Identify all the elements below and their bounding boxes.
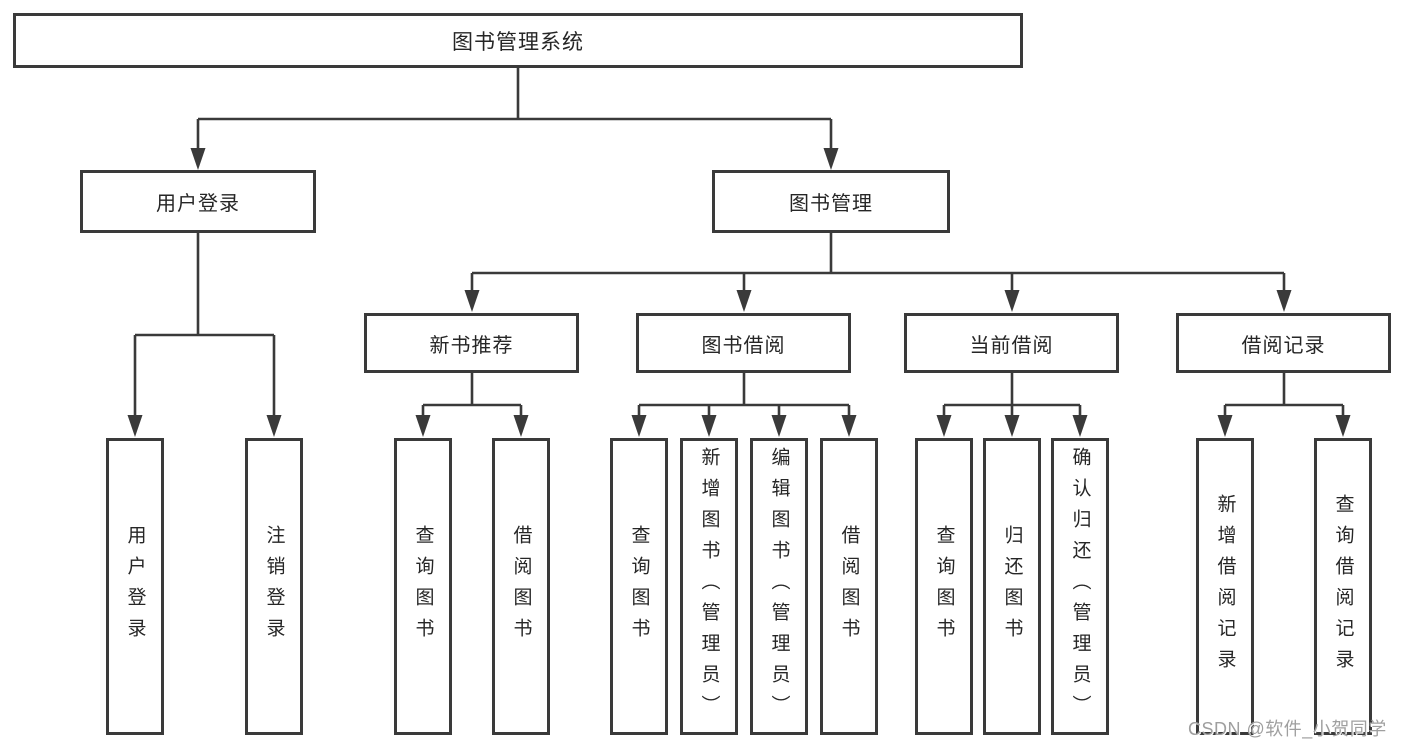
node-library-management-system: 图书管理系统 — [13, 13, 1023, 68]
node-new-book-recommendation: 新书推荐 — [364, 313, 579, 373]
node-book-management: 图书管理 — [712, 170, 950, 233]
node-return-books: 归还图书 — [983, 438, 1041, 735]
node-label: 查询借阅记录 — [1332, 493, 1354, 680]
node-label: 新增借阅记录 — [1214, 493, 1236, 680]
arrowhead-down-icon — [464, 290, 480, 312]
node-label: 查询图书 — [933, 524, 955, 649]
arrowhead-down-icon — [1004, 415, 1020, 437]
node-confirm-return-admin: 确认归还（管理员） — [1051, 438, 1109, 735]
arrowhead-down-icon — [1072, 415, 1088, 437]
connector-borrowing-records-to-children — [1217, 373, 1351, 437]
arrowhead-down-icon — [823, 148, 839, 170]
arrowhead-down-icon — [1335, 415, 1351, 437]
connector-current-borrowing-to-children — [936, 373, 1088, 437]
connector-book-management-to-level3 — [464, 233, 1292, 312]
arrowhead-down-icon — [1276, 290, 1292, 312]
node-label: 图书管理系统 — [452, 30, 584, 54]
node-label: 新增图书（管理员） — [698, 447, 720, 726]
node-add-books-admin: 新增图书（管理员） — [680, 438, 738, 735]
node-query-books-current: 查询图书 — [915, 438, 973, 735]
node-borrow-books-recommend: 借阅图书 — [492, 438, 550, 735]
node-user-login: 用户登录 — [80, 170, 316, 233]
node-current-borrowing: 当前借阅 — [904, 313, 1119, 373]
node-borrowing-records: 借阅记录 — [1176, 313, 1391, 373]
node-query-books-recommend: 查询图书 — [394, 438, 452, 735]
node-label: 借阅图书 — [838, 524, 860, 649]
arrowhead-down-icon — [841, 415, 857, 437]
connector-user-login-to-children — [127, 233, 282, 437]
arrowhead-down-icon — [736, 290, 752, 312]
arrowhead-down-icon — [513, 415, 529, 437]
node-label: 注销登录 — [263, 524, 285, 649]
arrowhead-down-icon — [415, 415, 431, 437]
node-user-login-leaf: 用户登录 — [106, 438, 164, 735]
node-label: 用户登录 — [124, 524, 146, 649]
arrowhead-down-icon — [936, 415, 952, 437]
watermark: CSDN @软件_小贺同学 — [1188, 719, 1387, 739]
connector-new-book-recommendation-to-children — [415, 373, 529, 437]
node-label: 归还图书 — [1001, 524, 1023, 649]
node-add-borrow-record: 新增借阅记录 — [1196, 438, 1254, 735]
node-label: 查询图书 — [412, 524, 434, 649]
node-label: 新书推荐 — [429, 334, 514, 357]
arrowhead-down-icon — [190, 148, 206, 170]
arrowhead-down-icon — [1004, 290, 1020, 312]
arrowhead-down-icon — [266, 415, 282, 437]
node-label: 图书管理 — [789, 193, 873, 215]
node-book-borrowing: 图书借阅 — [636, 313, 851, 373]
node-label: 借阅记录 — [1241, 334, 1326, 357]
arrowhead-down-icon — [631, 415, 647, 437]
arrowhead-down-icon — [127, 415, 143, 437]
node-logout: 注销登录 — [245, 438, 303, 735]
node-label: 图书借阅 — [701, 334, 786, 357]
connector-root-to-level2 — [190, 68, 839, 170]
arrowhead-down-icon — [771, 415, 787, 437]
node-borrow-books-leaf: 借阅图书 — [820, 438, 878, 735]
node-label: 用户登录 — [156, 193, 240, 215]
arrowhead-down-icon — [1217, 415, 1233, 437]
node-query-borrow-record: 查询借阅记录 — [1314, 438, 1372, 735]
node-query-books-borrowing: 查询图书 — [610, 438, 668, 735]
node-edit-books-admin: 编辑图书（管理员） — [750, 438, 808, 735]
arrowhead-down-icon — [701, 415, 717, 437]
node-label: 借阅图书 — [510, 524, 532, 649]
connector-book-borrowing-to-children — [631, 373, 857, 437]
node-label: 确认归还（管理员） — [1069, 447, 1091, 726]
node-label: 编辑图书（管理员） — [768, 447, 790, 726]
node-label: 查询图书 — [628, 524, 650, 649]
node-label: 当前借阅 — [969, 334, 1054, 357]
